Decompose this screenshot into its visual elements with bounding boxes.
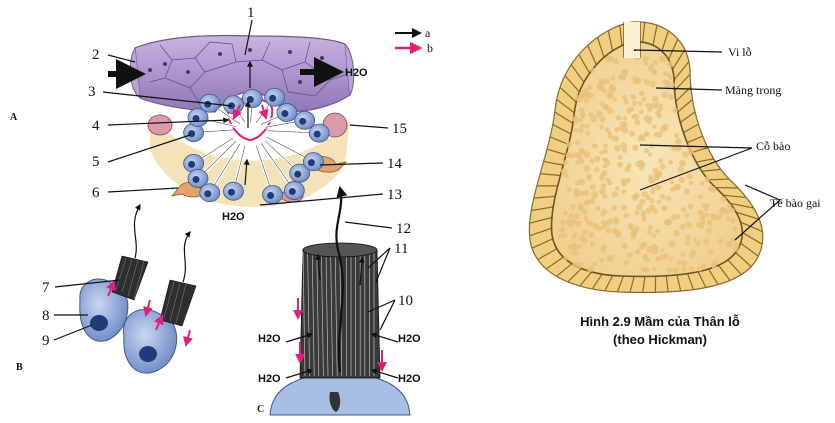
number-label-7: 7 bbox=[42, 280, 50, 296]
label-spine-cells: Tế bào gai bbox=[770, 196, 821, 210]
label-inner-membrane: Màng trong bbox=[725, 83, 781, 97]
number-label-4: 4 bbox=[92, 118, 100, 134]
h2o-label-c-left-lower: H2O bbox=[258, 373, 281, 385]
h2o-label-outflow: H2O bbox=[345, 67, 368, 79]
figure-caption-title: Hình 2.9 Mầm của Thân lỗ bbox=[580, 314, 740, 329]
legend-label-b: b bbox=[427, 41, 433, 55]
label-archaeocytes: Cỗ bào bbox=[756, 139, 790, 153]
number-label-13: 13 bbox=[387, 187, 402, 203]
number-label-2: 2 bbox=[92, 47, 100, 63]
panel-a-illustration bbox=[130, 36, 353, 207]
number-label-5: 5 bbox=[92, 154, 100, 170]
panel-label-a: A bbox=[10, 112, 18, 123]
h2o-label-c-left-upper: H2O bbox=[258, 333, 281, 345]
number-label-9: 9 bbox=[42, 333, 50, 349]
panel-label-b: B bbox=[16, 362, 23, 373]
number-label-1: 1 bbox=[247, 5, 255, 21]
number-label-6: 6 bbox=[92, 185, 100, 201]
panel-b-collar-cells bbox=[80, 205, 196, 373]
panel-label-c: C bbox=[257, 404, 264, 415]
number-label-14: 14 bbox=[387, 156, 403, 172]
number-label-11: 11 bbox=[394, 241, 408, 257]
figure-caption-source: (theo Hickman) bbox=[613, 332, 707, 347]
h2o-label-c-right-lower: H2O bbox=[398, 373, 421, 385]
label-pore: Vi lỗ bbox=[728, 45, 752, 59]
number-label-8: 8 bbox=[42, 308, 50, 324]
legend: a b bbox=[395, 26, 433, 55]
h2o-label-c-right-upper: H2O bbox=[398, 333, 421, 345]
panel-c-collar bbox=[270, 188, 410, 415]
h2o-label-inflow: H2O bbox=[222, 211, 245, 223]
number-label-12: 12 bbox=[396, 221, 411, 237]
legend-label-a: a bbox=[425, 26, 431, 40]
number-label-15: 15 bbox=[392, 121, 407, 137]
number-label-10: 10 bbox=[398, 293, 413, 309]
number-label-3: 3 bbox=[88, 84, 96, 100]
